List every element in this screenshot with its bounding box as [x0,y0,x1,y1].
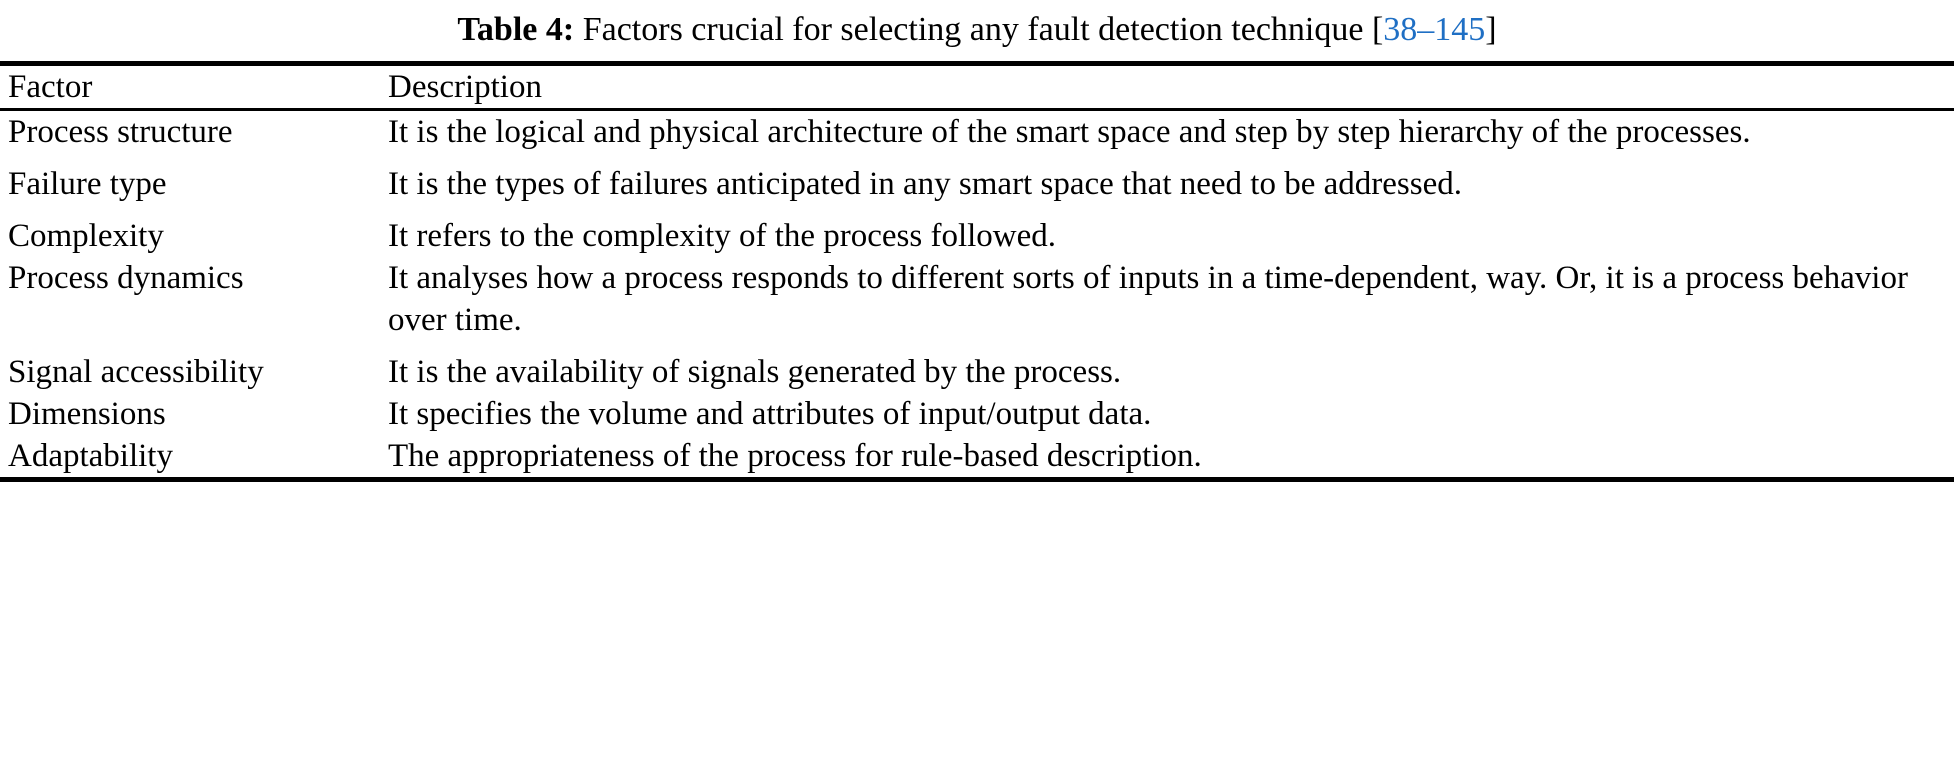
cell-description: The appropriateness of the process for r… [388,438,1202,474]
header-row: Factor Description [0,66,1954,108]
table-header-rule [0,108,1954,111]
cell-factor: Process structure [8,114,233,150]
table-header: Factor Description [0,66,1954,108]
cell-description: It analyses how a process responds to di… [388,260,1908,338]
table-row: Adaptability The appropriateness of the … [0,435,1954,477]
column-header-description: Description [388,69,542,105]
cell-factor: Complexity [8,218,164,254]
cell-description: It is the logical and physical architect… [388,114,1751,150]
factors-table: Factor Description [0,66,1954,108]
table-row: Complexity It refers to the complexity o… [0,215,1954,257]
caption-text: Factors crucial for selecting any fault … [582,11,1364,48]
factors-table-body: Process structure It is the logical and … [0,111,1954,477]
cell-factor: Signal accessibility [8,354,264,390]
table-caption: Table 4: Factors crucial for selecting a… [0,0,1954,52]
table-bottom-rule [0,477,1954,482]
cell-description: It refers to the complexity of the proce… [388,218,1057,254]
citation-open-bracket: [ [1371,11,1384,48]
table-row: Signal accessibility It is the availabil… [0,351,1954,393]
table-row: Process dynamics It analyses how a proce… [0,257,1954,351]
cell-factor: Adaptability [8,438,173,474]
table-top-rule [0,61,1954,66]
cell-factor: Failure type [8,166,167,202]
cell-description: It is the availability of signals genera… [388,354,1122,390]
column-header-factor: Factor [8,69,93,105]
table-row: Process structure It is the logical and … [0,111,1954,163]
cell-description: It specifies the volume and attributes o… [388,396,1152,432]
cell-factor: Dimensions [8,396,166,432]
cell-description: It is the types of failures anticipated … [388,166,1462,202]
table-row: Dimensions It specifies the volume and a… [0,393,1954,435]
caption-label: Table 4: [457,11,575,48]
citation-close-bracket: ] [1485,11,1497,48]
table-row: Failure type It is the types of failures… [0,163,1954,215]
cell-factor: Process dynamics [8,260,244,296]
table-body: Process structure It is the logical and … [0,111,1954,477]
citation-link[interactable]: 38–145 [1383,11,1486,48]
